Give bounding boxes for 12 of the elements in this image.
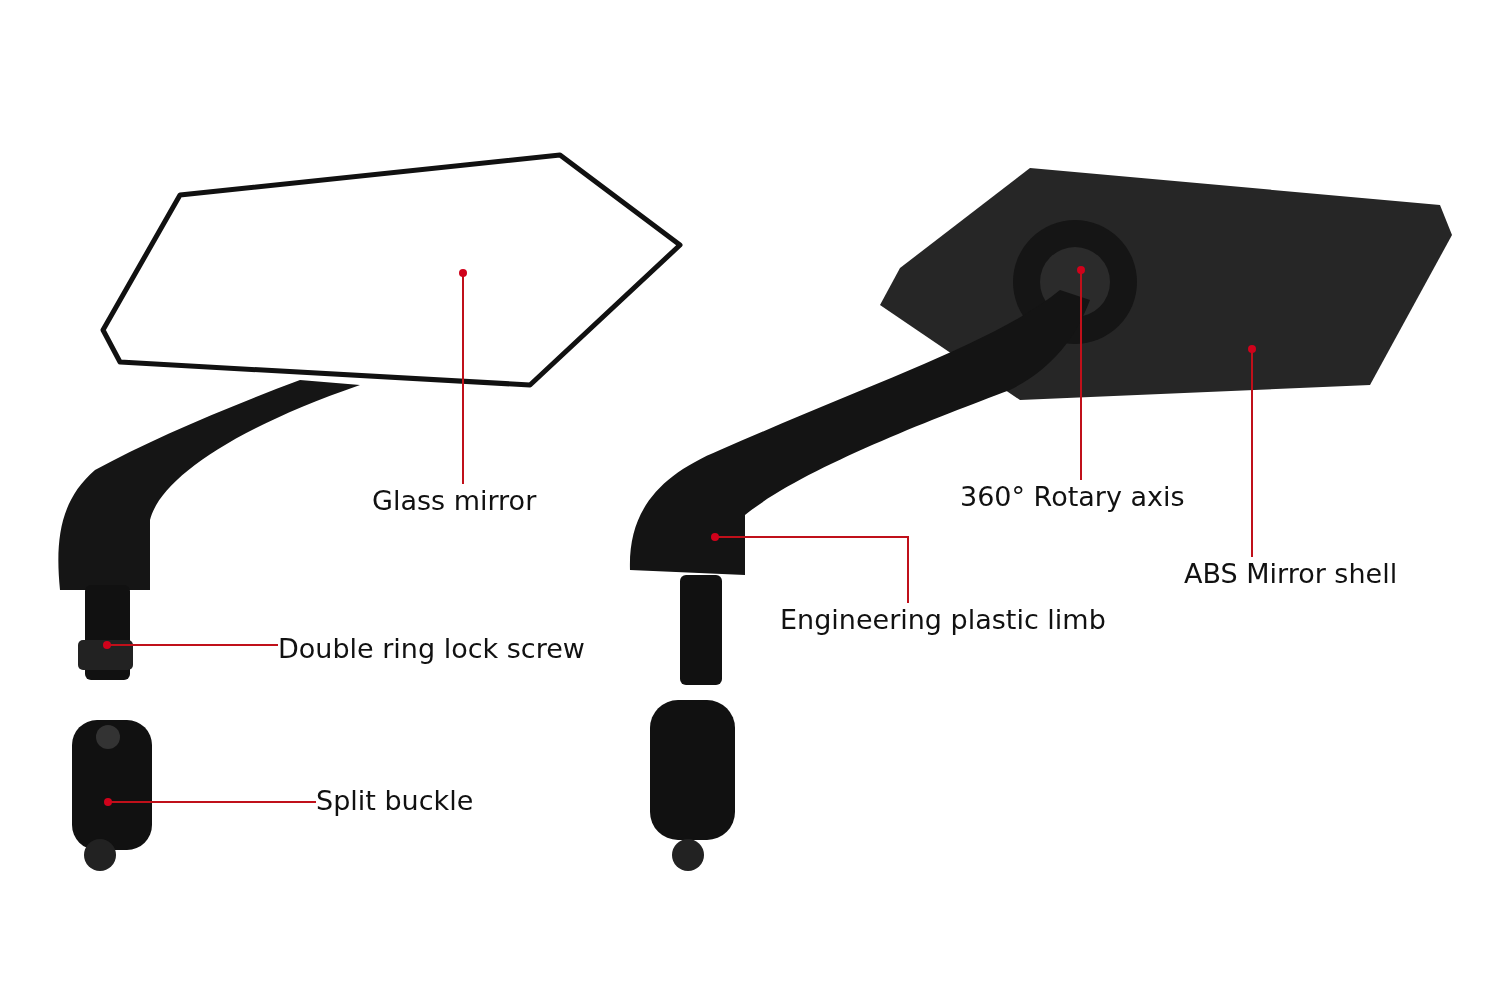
part-label: Double ring lock screw bbox=[278, 632, 585, 666]
leader-line bbox=[103, 641, 279, 649]
part-label: Engineering plastic limb bbox=[780, 603, 1106, 637]
leader-line bbox=[1248, 345, 1256, 558]
leader-line bbox=[459, 269, 467, 485]
leader-line bbox=[711, 533, 909, 604]
leader-line bbox=[1077, 266, 1085, 481]
part-label: Glass mirror bbox=[372, 484, 537, 518]
leader-line bbox=[104, 798, 317, 806]
part-label: ABS Mirror shell bbox=[1184, 557, 1398, 591]
part-label: Split buckle bbox=[316, 784, 474, 818]
part-label: 360° Rotary axis bbox=[960, 480, 1185, 514]
